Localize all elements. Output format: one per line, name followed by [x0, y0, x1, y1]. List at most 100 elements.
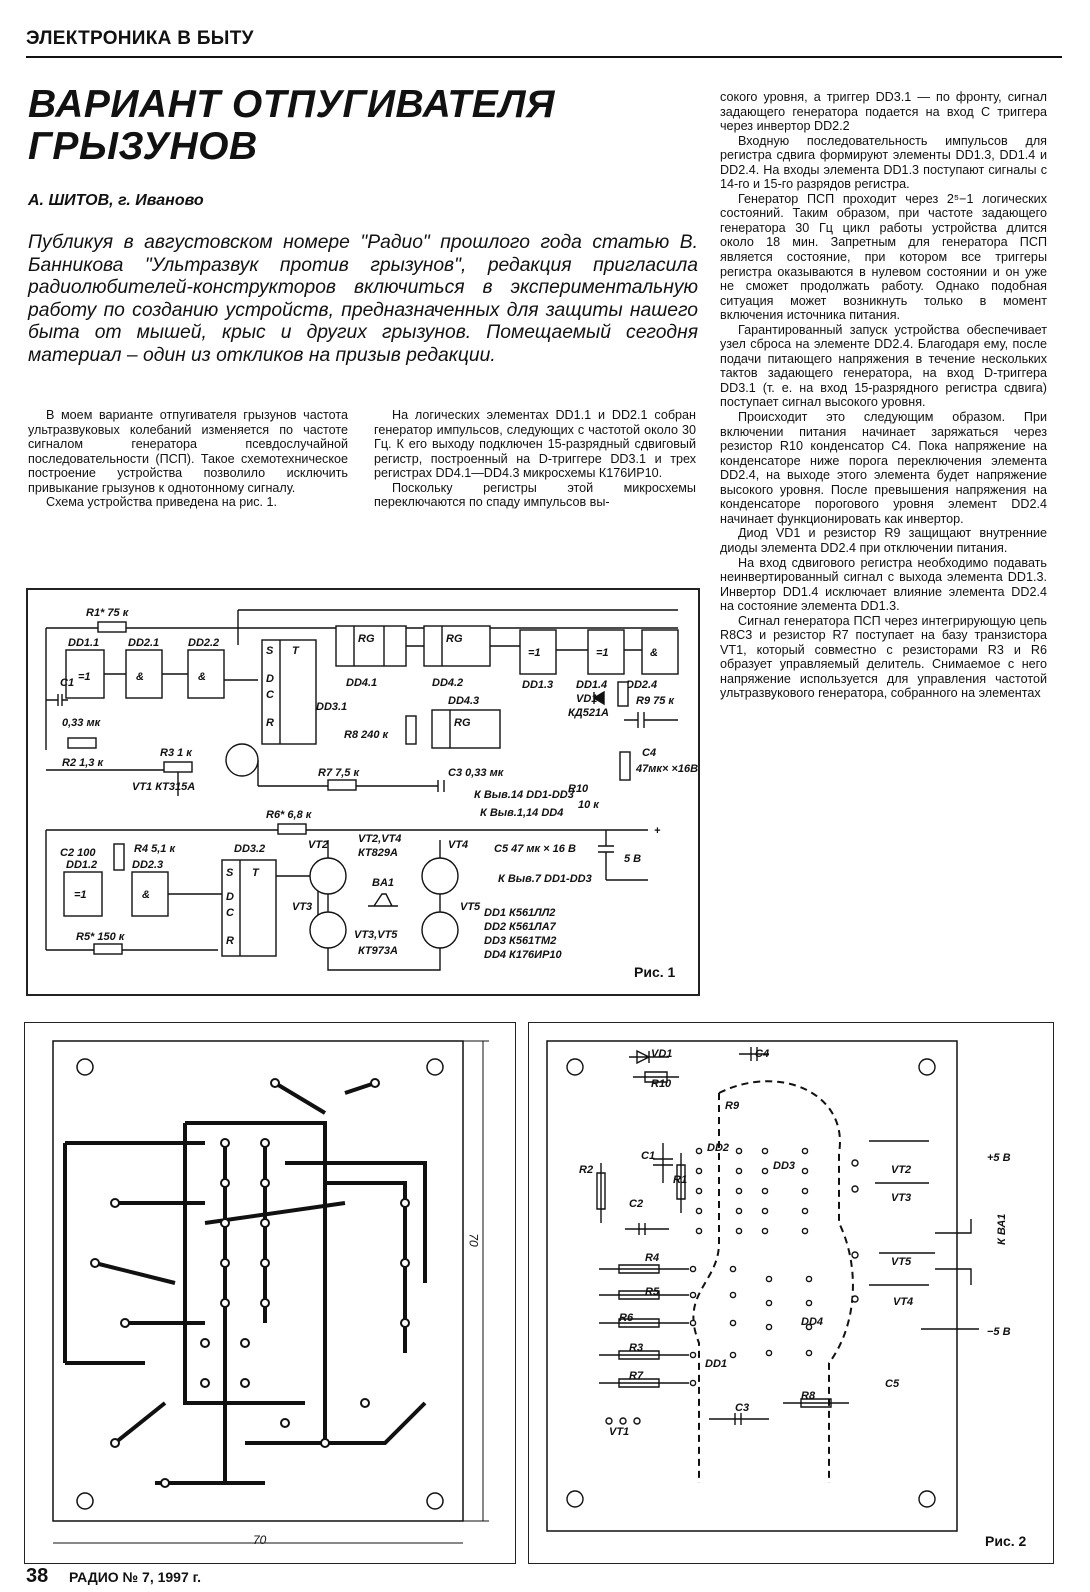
article-title: ВАРИАНТ ОТПУГИВАТЕЛЯ ГРЫЗУНОВ — [28, 83, 555, 168]
dd23-label: DD2.3 — [132, 859, 163, 871]
pcb-traces-drawing — [52, 1040, 489, 1544]
article-author: А. ШИТОВ, г. Иваново — [28, 192, 204, 209]
dd11-label: DD1.1 — [68, 637, 99, 649]
pcb-layout-drawing: VD1 C4 R10 R9 R2 C1 R1 DD2 DD3 C2 R4 R5 … — [546, 1040, 1011, 1532]
page-number: 38 — [26, 1565, 49, 1587]
svg-text:&: & — [198, 671, 206, 683]
paragraph: Диод VD1 и резистор R9 защищают внутренн… — [720, 526, 1047, 555]
supply-label: 5 В — [624, 853, 641, 865]
r2-label: R2 — [579, 1164, 593, 1176]
svg-text:&: & — [142, 889, 150, 901]
kba1-label: К ВА1 — [996, 1214, 1008, 1245]
r9-label: R9 — [725, 1100, 740, 1112]
dd32-label: DD3.2 — [234, 843, 265, 855]
svg-text:RG: RG — [446, 633, 463, 645]
vt4-label: VT4 — [448, 839, 468, 851]
svg-text:R: R — [226, 935, 234, 947]
paragraph: Сигнал генератора ПСП через интегрирующу… — [720, 613, 1047, 701]
c2-label: C2 — [629, 1198, 643, 1210]
r5-label: R5 — [645, 1286, 660, 1298]
paragraph: Схема устройства приведена на рис. 1. — [46, 495, 278, 510]
dd24-label: DD2.4 — [626, 679, 657, 691]
r5-label: R5* 150 к — [76, 931, 126, 943]
text-column-2: На логических элементах DD1.1 и DD2.1 со… — [374, 408, 696, 510]
svg-text:S: S — [226, 867, 234, 879]
svg-text:D: D — [226, 891, 234, 903]
paragraph: Происходит это следующим образом. При вк… — [720, 410, 1047, 526]
vt2-label: VT2 — [891, 1164, 911, 1176]
r10-label: R10 — [568, 783, 589, 795]
c3-label: C3 0,33 мк — [448, 767, 505, 779]
r6-label: R6* 6,8 к — [266, 809, 313, 821]
c4-label: C4 — [642, 747, 656, 759]
paragraph: Гарантированный запуск устройства обеспе… — [720, 322, 1047, 410]
vt24-type: КТ829А — [358, 847, 398, 859]
svg-text:&: & — [136, 671, 144, 683]
article-lead: Публикуя в августовском номере "Радио" п… — [28, 232, 698, 366]
vt35-label: VT3,VT5 — [354, 929, 398, 941]
dd21-label: DD2.1 — [128, 637, 159, 649]
text-column-1: В моем варианте отпугивателя грызунов ча… — [28, 408, 348, 510]
r8-label: R8 — [801, 1390, 816, 1402]
r4-label: R4 — [645, 1252, 659, 1264]
paragraph: На вход сдвигового регистра необходимо п… — [720, 555, 1047, 614]
minus5-label: −5 В — [987, 1326, 1011, 1338]
figure-caption: Рис. 1 — [634, 964, 676, 980]
vd1-label: VD1 — [651, 1048, 672, 1060]
dd3-label: DD3 — [773, 1160, 795, 1172]
r2-label: R2 1,3 к — [62, 757, 104, 769]
vt1-label: VT1 — [609, 1426, 629, 1438]
svg-text:R: R — [266, 717, 274, 729]
dd41-label: DD4.1 — [346, 677, 377, 689]
c5-label: C5 47 мк × 16 В — [494, 843, 576, 855]
header-rule — [26, 56, 1062, 58]
svg-text:RG: RG — [454, 717, 471, 729]
paragraph: Поскольку регистры этой микросхемы перек… — [374, 480, 696, 510]
vt3-label: VT3 — [891, 1192, 911, 1204]
ic-list: DD1 К561ЛЛ2 — [484, 907, 555, 919]
figure-caption: Рис. 2 — [985, 1533, 1027, 1549]
svg-text:RG: RG — [358, 633, 375, 645]
power-pin-label: К Выв.1,14 DD4 — [480, 807, 563, 819]
paragraph: Генератор ПСП проходит через 2⁵−1 логиче… — [720, 191, 1047, 323]
c1-label: C1 — [641, 1150, 655, 1162]
page-footer: 38 РАДИО № 7, 1997 г. — [26, 1565, 201, 1588]
r6-label: R6 — [619, 1312, 634, 1324]
dimension-label: 70 — [253, 1533, 267, 1547]
dd12-label: DD1.2 — [66, 859, 97, 871]
dd2-label: DD2 — [707, 1142, 729, 1154]
r10-label: R10 — [651, 1078, 672, 1090]
text-column-3: сокого уровня, а триггер DD3.1 — по фрон… — [720, 90, 1047, 701]
vt1-label: VT1 КТ315А — [132, 781, 195, 793]
r7-label: R7 7,5 к — [318, 767, 360, 779]
gnd-pin-label: К Выв.7 DD1-DD3 — [498, 873, 592, 885]
r8-label: R8 240 к — [344, 729, 390, 741]
ic-list: DD4 К176ИР10 — [484, 949, 563, 961]
c2-label: C2 100 — [60, 847, 96, 859]
ba1-label: BA1 — [372, 877, 394, 889]
r3-label: R3 — [629, 1342, 643, 1354]
c1-label: C1 — [60, 677, 74, 689]
svg-text:=1: =1 — [528, 647, 541, 659]
c3-label: C3 — [735, 1402, 749, 1414]
section-heading: ЭЛЕКТРОНИКА В БЫТУ — [26, 28, 254, 49]
vt5-label: VT5 — [460, 901, 481, 913]
vt2-label: VT2 — [308, 839, 328, 851]
r9-label: R9 75 к — [636, 695, 675, 707]
svg-text:=1: =1 — [74, 889, 87, 901]
r10-value: 10 к — [578, 799, 600, 811]
r7-label: R7 — [629, 1370, 644, 1382]
dd22-label: DD2.2 — [188, 637, 219, 649]
power-pin-label: К Выв.14 DD1-DD3 — [474, 789, 574, 801]
svg-text:S: S — [266, 645, 274, 657]
svg-text:T: T — [292, 645, 300, 657]
circuit-diagram: R1* 75 к DD1.1 =1 C1 0,33 мк R2 1,3 к DD… — [45, 607, 698, 971]
vd1-type: КД521А — [568, 707, 609, 719]
paragraph: сокого уровня, а триггер DD3.1 — по фрон… — [720, 90, 1047, 134]
magazine-issue: РАДИО № 7, 1997 г. — [68, 1569, 201, 1585]
r1-label: R1* 75 к — [86, 607, 130, 619]
pcb-traces-figure: 70 70 — [24, 1022, 516, 1564]
dd43-label: DD4.3 — [448, 695, 479, 707]
plus5-label: +5 В — [987, 1152, 1011, 1164]
dd31-label: DD3.1 — [316, 701, 347, 713]
